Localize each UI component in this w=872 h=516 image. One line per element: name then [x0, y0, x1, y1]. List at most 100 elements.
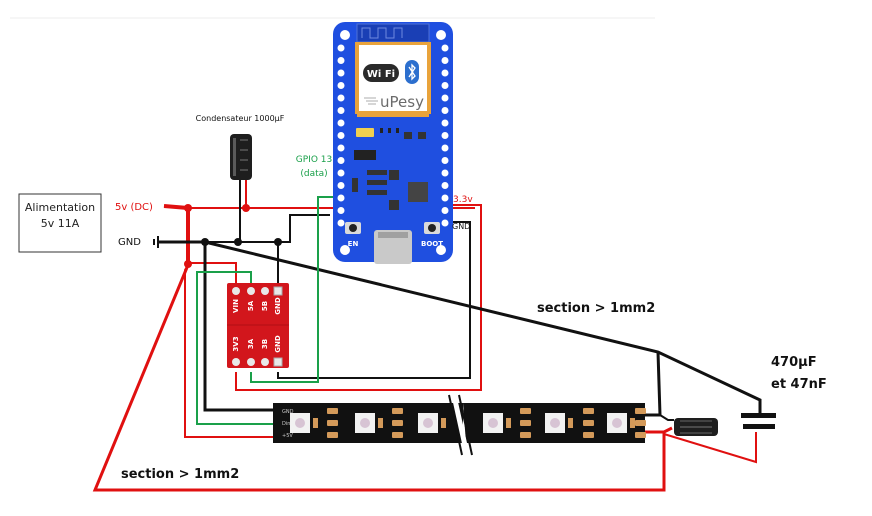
led-pixel — [483, 413, 511, 433]
header-pin — [441, 82, 449, 89]
level-shifter — [227, 283, 289, 368]
shifter-bottom-pin — [247, 358, 255, 366]
header-pin — [441, 94, 449, 102]
strip-solder-pad — [635, 420, 646, 426]
strip-pad-label: Din — [282, 421, 290, 427]
upesy-text: uPesy — [380, 93, 424, 111]
led-resistor — [378, 418, 383, 428]
wire-3v3 — [235, 204, 482, 391]
wire-5v-section — [92, 264, 666, 492]
junction-dot — [184, 204, 192, 212]
wire-gnd-strip — [203, 242, 280, 412]
wire-data-3a — [250, 196, 340, 383]
led-resistor — [630, 418, 635, 428]
led-resistor — [568, 418, 573, 428]
shifter-top-pin-label: 5B — [261, 301, 269, 311]
wire-gnd-bus — [158, 214, 330, 243]
capacitor-470uf-icon — [674, 418, 718, 436]
header-pin — [337, 94, 345, 102]
led-pixel — [355, 413, 383, 433]
header-pin — [441, 119, 449, 127]
wire-gnd-cap — [659, 414, 674, 421]
junction-dot — [184, 260, 192, 268]
header-pin — [337, 182, 345, 189]
wifi-text: Wi Fi — [367, 69, 395, 80]
label-gpio13: GPIO 13 — [296, 155, 332, 165]
header-pin — [441, 207, 449, 214]
strip-solder-pad — [583, 408, 594, 414]
bluetooth-icon — [405, 60, 419, 84]
header-pin — [337, 169, 345, 177]
led-resistor — [441, 418, 446, 428]
en-label: EN — [348, 240, 359, 248]
shifter-top-pin — [247, 287, 255, 295]
label-section-bottom: section > 1mm2 — [121, 467, 239, 482]
header-pin — [441, 169, 449, 177]
led-die — [360, 418, 370, 428]
shifter-bottom-pin-label: 3A — [247, 338, 255, 349]
header-pin — [337, 219, 345, 227]
header-pin — [337, 44, 345, 52]
wire-data-5a — [196, 271, 280, 425]
led-die — [295, 418, 305, 428]
junction-dot — [234, 238, 242, 246]
power-supply-line1: Alimentation — [25, 201, 95, 214]
shifter-top-pin-label: GND — [274, 297, 282, 315]
led-die — [550, 418, 560, 428]
strip-solder-pad — [520, 408, 531, 414]
board-pin-headers — [337, 44, 449, 227]
strip-solder-pad — [327, 432, 338, 438]
shifter-top-pin-label: 5A — [247, 300, 255, 311]
shifter-bottom-pin — [261, 358, 269, 366]
boot-button[interactable]: BOOT — [421, 222, 443, 248]
led-die — [488, 418, 498, 428]
led-pixel — [290, 413, 318, 433]
label-cap-470uf: 470µF — [771, 355, 817, 370]
header-pin — [337, 207, 345, 214]
label-gnd: GND — [118, 237, 141, 248]
shifter-bottom-pin-gnd — [273, 357, 283, 367]
strip-solder-pad — [583, 432, 594, 438]
esp32-board: Wi Fi uPesy EN BOOT — [333, 22, 453, 264]
power-supply-line2: 5v 11A — [41, 217, 80, 230]
led-die — [612, 418, 622, 428]
header-pin — [337, 132, 345, 139]
header-pin — [337, 119, 345, 127]
shifter-top-pin — [232, 287, 240, 295]
junction-dot — [274, 238, 282, 246]
header-pin — [337, 57, 345, 64]
capacitor-47nf-icon — [741, 413, 776, 429]
led-pixel — [607, 413, 635, 433]
strip-solder-pad — [635, 408, 646, 414]
strip-solder-pad — [392, 408, 403, 414]
junction-dot — [201, 238, 209, 246]
shifter-bottom-pin-label: GND — [274, 335, 282, 353]
strip-pad-label: GND — [282, 409, 294, 415]
header-pin — [441, 44, 449, 52]
label-cap-47nf: et 47nF — [771, 377, 827, 392]
shifter-top-pin-label: VIN — [232, 299, 240, 313]
capacitor-1000uf-icon — [230, 134, 252, 180]
label-5v-dc: 5v (DC) — [115, 202, 153, 213]
wire-5v-strip-end — [640, 426, 673, 434]
strip-solder-pad — [635, 432, 646, 438]
shifter-bottom-pin-label: 3B — [261, 339, 269, 349]
en-button[interactable]: EN — [345, 222, 361, 248]
upesy-logo: uPesy — [364, 93, 424, 111]
header-pin — [337, 69, 345, 77]
strip-solder-pad — [520, 420, 531, 426]
strip-solder-pad — [327, 420, 338, 426]
header-pin — [441, 107, 449, 114]
strip-solder-pad — [520, 432, 531, 438]
header-pin — [337, 107, 345, 114]
boot-label: BOOT — [421, 240, 443, 248]
wire-5v-cap-end — [663, 432, 757, 464]
label-3v3: 3.3v — [453, 195, 473, 205]
led-pixel — [418, 413, 446, 433]
header-pin — [337, 82, 345, 89]
wire-gnd-section — [204, 240, 762, 415]
header-pin — [441, 69, 449, 77]
label-section-top: section > 1mm2 — [537, 301, 655, 316]
